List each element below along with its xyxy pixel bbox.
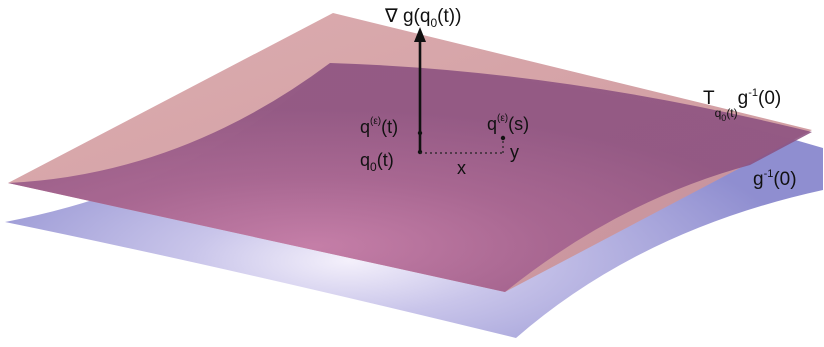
gradient-label: ∇ g(q0(t)) xyxy=(384,6,461,30)
overlap-region xyxy=(8,63,812,292)
point-q-eps-s xyxy=(500,135,506,141)
tangent-plane-label: Tq0(t)g-1(0) xyxy=(703,87,781,123)
q0-label: q0(t) xyxy=(360,150,394,174)
gradient-arrow-head xyxy=(414,27,426,42)
level-set-label: g-1(0) xyxy=(753,168,797,190)
y-label: y xyxy=(510,142,519,162)
q-eps-s-label: q(ε)(s) xyxy=(487,113,529,134)
q-eps-t-label: q(ε)(t) xyxy=(360,116,398,137)
point-q-eps-t xyxy=(417,130,423,136)
x-label: x xyxy=(457,158,466,178)
